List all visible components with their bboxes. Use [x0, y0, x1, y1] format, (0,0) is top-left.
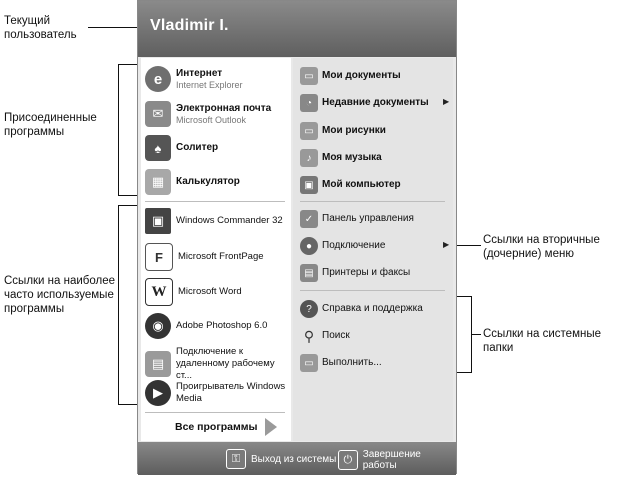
folder-music-icon: ♪ — [300, 149, 318, 167]
bracket-pinned-top — [118, 64, 138, 65]
network-globe-icon: ● — [300, 237, 318, 255]
annotation-current-user: Текущий пользователь — [4, 15, 77, 41]
annotation-pinned: Присоединенные программы — [4, 112, 97, 138]
search-icon: ⚲ — [303, 327, 315, 344]
programs-separator — [145, 201, 285, 202]
start-menu: Vladimir I. e Интернет Internet Explorer… — [137, 0, 457, 475]
folder-documents-icon: ▭ — [300, 67, 318, 85]
annotation-system-folders: Ссылки на системные папки — [483, 328, 601, 354]
pinned-item-internet[interactable]: e Интернет Internet Explorer — [145, 66, 243, 92]
frequent-item-word[interactable]: W Microsoft Word — [145, 278, 242, 306]
annotation-line-submenus — [455, 245, 481, 246]
place-connect[interactable]: ● Подключение — [300, 237, 385, 255]
control-panel-icon: ✓ — [300, 210, 318, 228]
places-pane: ▭ Мои документы ◔ Недавние документы ▶ ▭… — [293, 58, 453, 441]
key-icon: ⚿ — [226, 449, 246, 469]
frequent-item-remote-desktop[interactable]: ▤ Подключение к удаленному рабочему ст..… — [145, 346, 288, 382]
frequent-item-photoshop[interactable]: ◉ Adobe Photoshop 6.0 — [145, 313, 267, 339]
pinned-item-solitaire[interactable]: ♠ Солитер — [145, 135, 218, 161]
places-separator-1 — [300, 201, 445, 202]
place-recent-documents[interactable]: ◔ Недавние документы — [300, 94, 429, 112]
all-programs-button[interactable]: Все программы — [175, 418, 278, 436]
computer-icon: ▣ — [300, 176, 318, 194]
shutdown-button[interactable]: ⏻ Завершение работы — [338, 449, 456, 471]
place-help[interactable]: ? Справка и поддержка — [300, 300, 423, 318]
outlook-icon: ✉ — [145, 101, 171, 127]
bracket-frequent-top — [118, 205, 138, 206]
bracket-frequent-v — [118, 205, 119, 405]
all-programs-separator — [145, 412, 285, 413]
frontpage-icon: F — [145, 243, 173, 271]
place-my-pictures[interactable]: ▭ Мои рисунки — [300, 122, 386, 140]
start-menu-footer: ⚿ Выход из системы ⏻ Завершение работы — [138, 442, 456, 475]
place-control-panel[interactable]: ✓ Панель управления — [300, 210, 414, 228]
place-my-computer[interactable]: ▣ Мой компьютер — [300, 176, 401, 194]
programs-pane: e Интернет Internet Explorer ✉ Электронн… — [141, 58, 291, 441]
solitaire-icon: ♠ — [145, 135, 171, 161]
word-icon: W — [145, 278, 173, 306]
folder-pictures-icon: ▭ — [300, 122, 318, 140]
frequent-item-frontpage[interactable]: F Microsoft FrontPage — [145, 243, 264, 271]
chevron-right-icon: ▶ — [443, 240, 450, 249]
places-separator-2 — [300, 290, 445, 291]
username: Vladimir I. — [150, 17, 229, 34]
annotation-submenus: Ссылки на вторичные (дочерние) меню — [483, 234, 600, 260]
run-icon: ▭ — [300, 354, 318, 372]
bracket-frequent-bottom — [118, 404, 138, 405]
media-player-icon: ▶ — [145, 380, 171, 406]
internet-explorer-icon: e — [145, 66, 171, 92]
place-search[interactable]: ⚲ Поиск — [300, 327, 350, 345]
frequent-item-wincmd[interactable]: ▣ Windows Commander 32 — [145, 208, 283, 234]
annotation-line-user — [88, 27, 140, 28]
start-menu-header: Vladimir I. — [138, 1, 456, 57]
frequent-item-media-player[interactable]: ▶ Проигрыватель Windows Media — [145, 380, 288, 406]
recent-documents-icon: ◔ — [300, 94, 318, 112]
photoshop-eye-icon: ◉ — [145, 313, 171, 339]
place-printers[interactable]: ▤ Принтеры и факсы — [300, 264, 410, 282]
place-my-documents[interactable]: ▭ Мои документы — [300, 67, 401, 85]
printer-icon: ▤ — [300, 264, 318, 282]
annotation-frequent: Ссылки на наиболее часто используемые пр… — [4, 275, 116, 315]
bracket-pinned-v — [118, 64, 119, 196]
help-icon: ? — [300, 300, 318, 318]
bracket-system-mid — [471, 334, 481, 335]
calculator-icon: ▦ — [145, 169, 171, 195]
pinned-item-email[interactable]: ✉ Электронная почта Microsoft Outlook — [145, 101, 271, 127]
chevron-right-icon: ▶ — [443, 97, 450, 106]
floppy-disk-icon: ▣ — [145, 208, 171, 234]
bracket-pinned-bottom — [118, 195, 138, 196]
place-my-music[interactable]: ♪ Моя музыка — [300, 149, 382, 167]
remote-desktop-icon: ▤ — [145, 351, 171, 377]
place-run[interactable]: ▭ Выполнить... — [300, 354, 382, 372]
logoff-button[interactable]: ⚿ Выход из системы — [226, 449, 336, 469]
arrow-right-icon — [265, 418, 278, 436]
pinned-item-calculator[interactable]: ▦ Калькулятор — [145, 169, 240, 195]
power-icon: ⏻ — [338, 450, 358, 470]
